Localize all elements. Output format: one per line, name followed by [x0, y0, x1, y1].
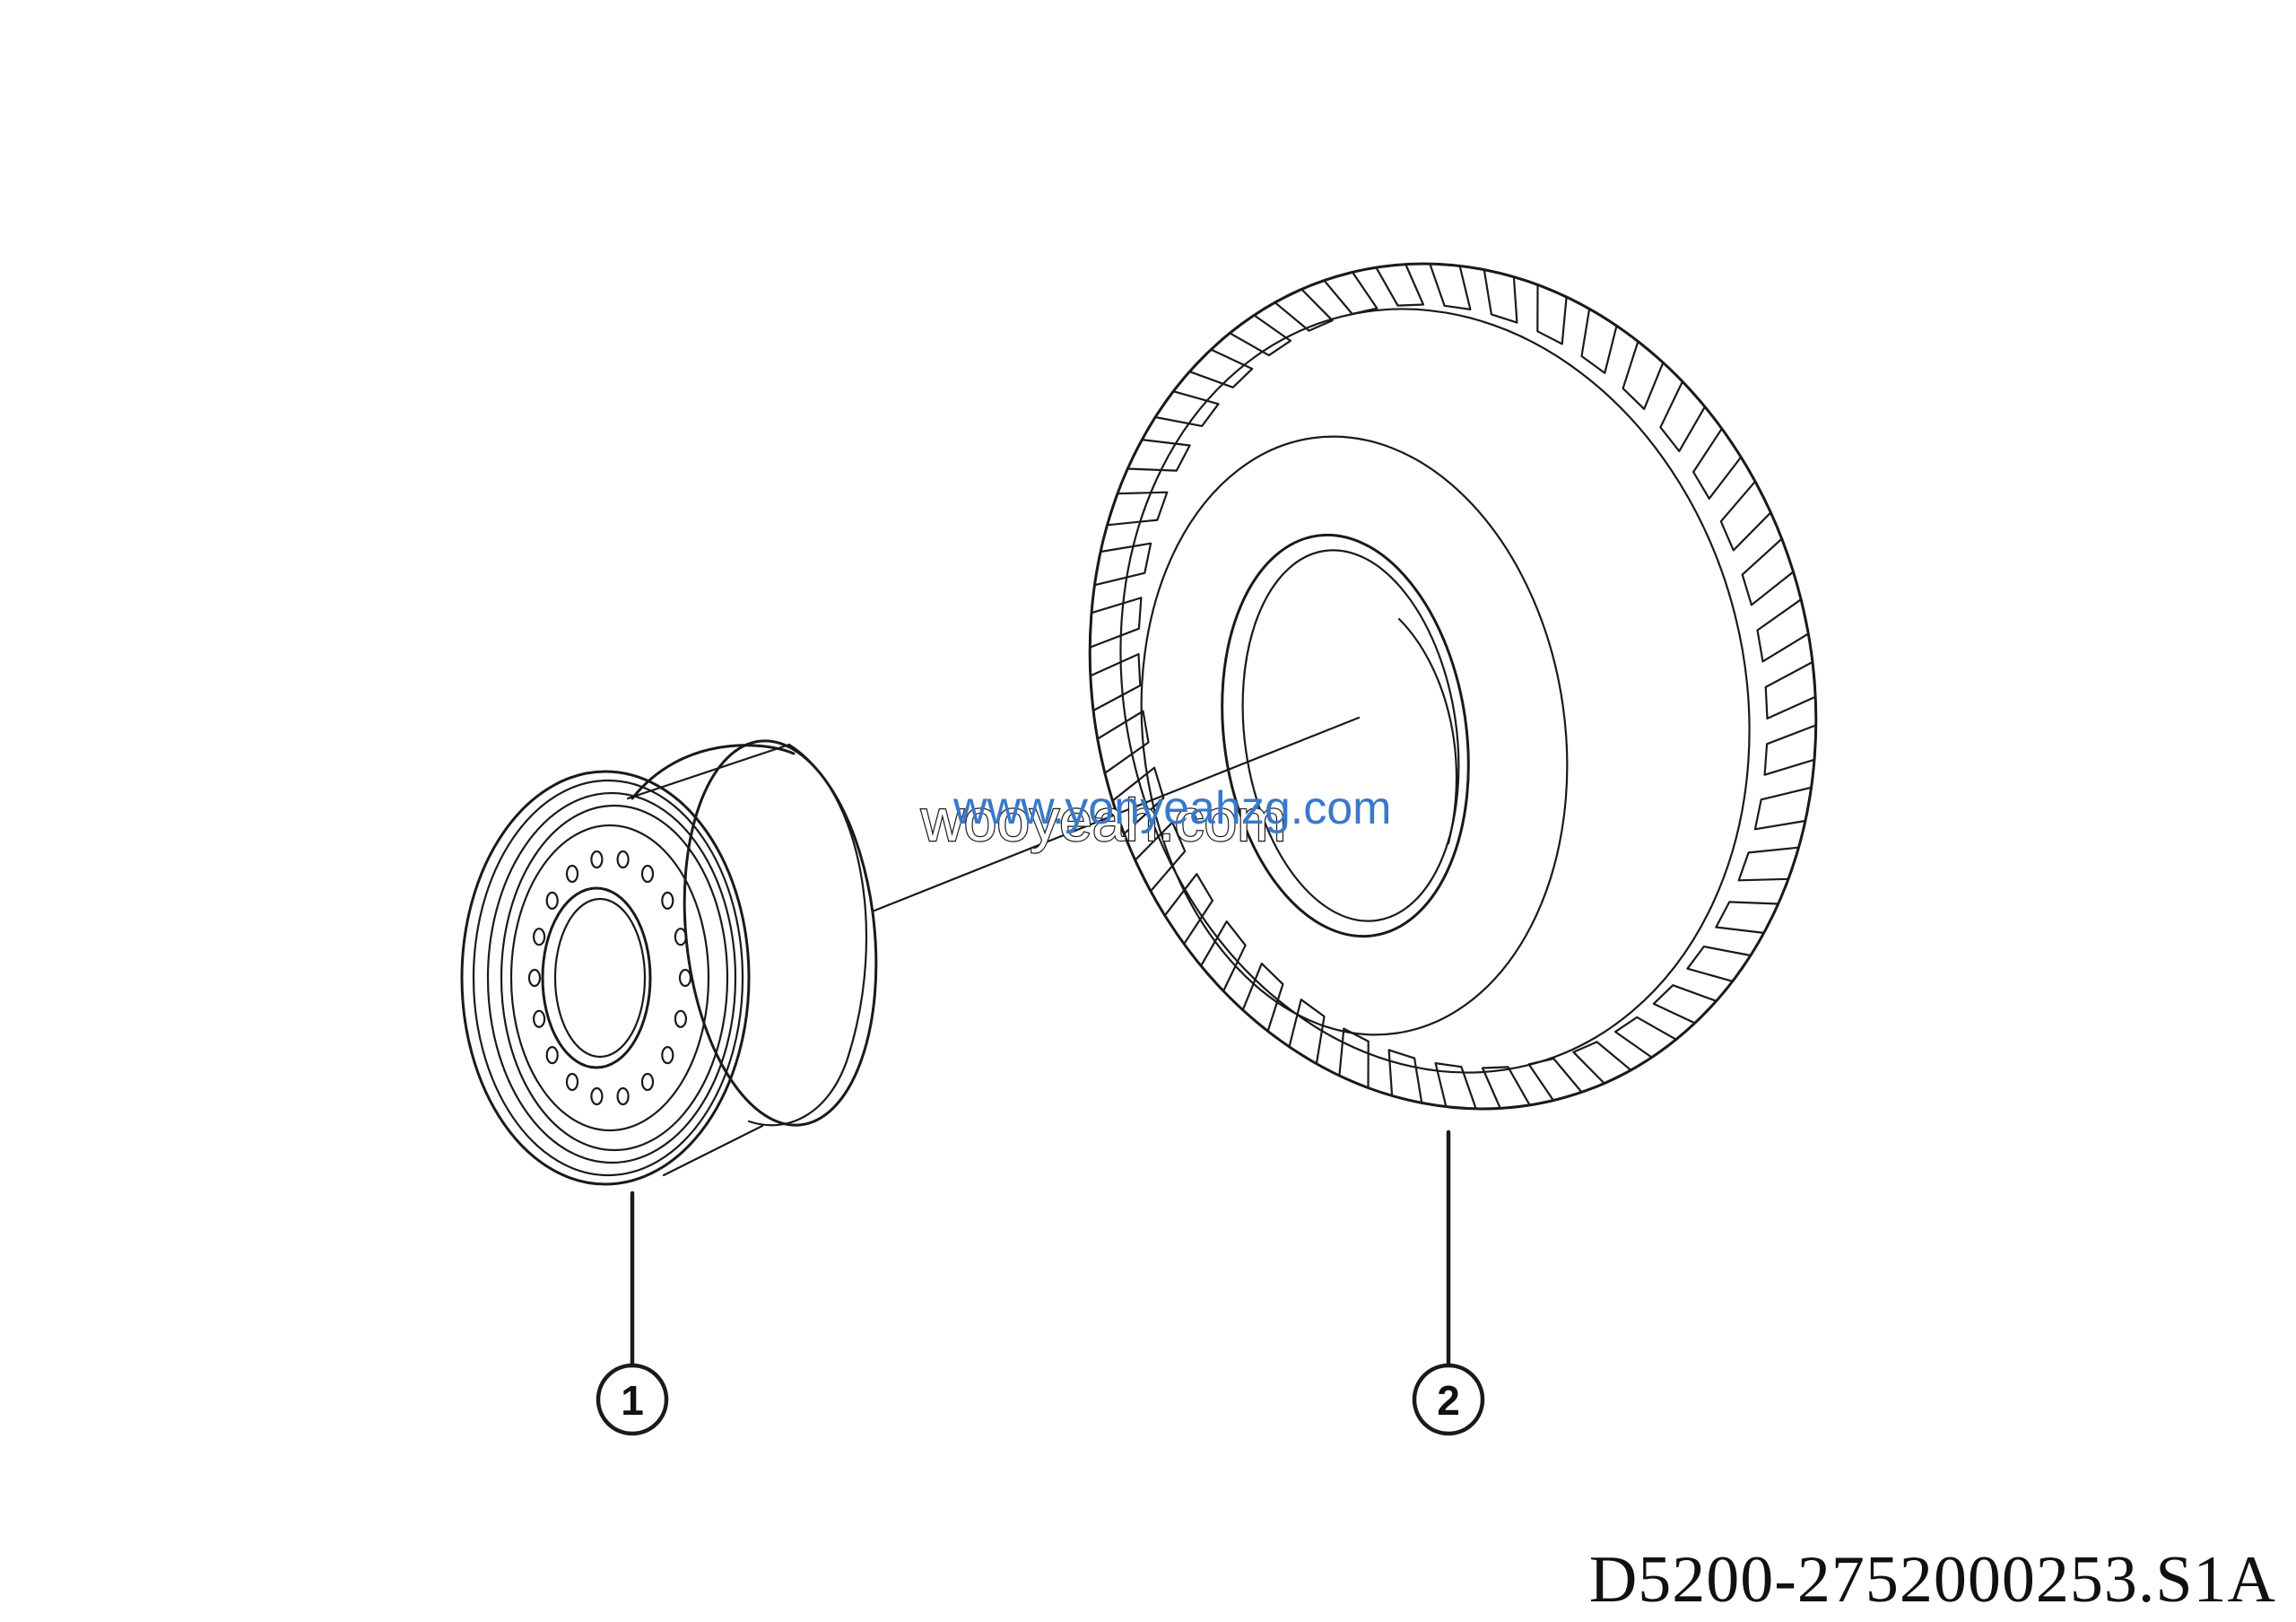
tread-block: [1763, 724, 1817, 776]
bolt-hole: [532, 928, 546, 946]
tread-block: [1715, 901, 1779, 934]
tread-block: [1387, 1049, 1423, 1104]
bolt-hole: [565, 864, 579, 884]
bolt-hole: [545, 891, 559, 911]
bolt-hole: [590, 1086, 604, 1106]
bolt-hole: [640, 1072, 655, 1092]
tread-block: [1089, 597, 1143, 649]
tread-block: [1753, 786, 1813, 831]
bolt-hole: [590, 850, 604, 869]
tread-block: [1481, 1066, 1531, 1110]
tread-block: [1429, 263, 1472, 310]
tire-drawing: [1088, 262, 1818, 1111]
tread-block: [1756, 598, 1810, 663]
callout-1: 1: [596, 1363, 669, 1436]
tread-block: [1093, 542, 1152, 587]
callout-2-label: 2: [1437, 1377, 1460, 1424]
tread-block: [1229, 314, 1292, 357]
tread-block: [1338, 1027, 1370, 1089]
bolt-hole: [545, 1045, 559, 1065]
bolt-hole: [527, 968, 542, 988]
tread-block: [1719, 480, 1772, 552]
watermark: wooyeah.com www.yonyeahzg.com: [919, 782, 1392, 854]
tread-block: [1659, 380, 1706, 452]
tread-block: [1527, 1057, 1583, 1102]
tread-block: [1692, 427, 1743, 500]
tread-block: [1106, 491, 1169, 527]
tread-block: [1614, 1016, 1677, 1059]
tread-block: [1764, 660, 1817, 719]
tread-block: [1737, 846, 1800, 882]
bolt-hole: [565, 1072, 579, 1092]
tread-block: [1323, 271, 1378, 316]
tread-block: [1483, 268, 1518, 324]
tread-block: [1134, 821, 1187, 893]
tread-block: [1096, 710, 1150, 774]
bolt-hole: [678, 968, 692, 988]
bolt-hole: [616, 1086, 630, 1106]
watermark-secondary: www.yonyeahzg.com: [952, 782, 1391, 834]
wheel-rim-drawing: [460, 739, 878, 1186]
callout-2: 2: [1412, 1363, 1485, 1436]
tire-tread-blocks: [1089, 263, 1817, 1110]
bolt-hole: [661, 1045, 674, 1065]
tread-block: [1126, 439, 1191, 472]
assembly-line: [873, 716, 1361, 912]
tread-block: [1375, 263, 1425, 307]
tread-block: [1434, 1062, 1477, 1110]
watermark-primary: wooyeah.com: [920, 787, 1286, 853]
tread-block: [1089, 653, 1142, 712]
tread-block: [1188, 348, 1254, 388]
bolt-hole: [674, 1009, 688, 1028]
bolt-hole: [532, 1009, 546, 1028]
bolt-hole: [640, 864, 655, 884]
bolt-hole: [661, 891, 674, 911]
rim-bolt-holes: [527, 850, 692, 1106]
tread-block: [1622, 340, 1665, 410]
tread-block: [1200, 920, 1247, 992]
tread-block: [1652, 984, 1718, 1025]
tread-block: [1163, 873, 1213, 946]
tread-block: [1572, 1041, 1632, 1085]
tread-block: [1686, 946, 1752, 982]
bolt-hole: [616, 850, 630, 869]
tread-block: [1111, 766, 1165, 835]
tread-block: [1741, 537, 1795, 606]
tread-block: [1274, 288, 1334, 332]
tread-block: [1580, 308, 1618, 374]
tread-block: [1154, 390, 1220, 427]
bolt-hole: [674, 928, 688, 946]
callout-1-label: 1: [621, 1377, 644, 1424]
tread-block: [1288, 998, 1326, 1065]
tread-block: [1536, 283, 1568, 345]
drawing-number: D5200-2752000253.S1A: [1588, 1543, 2276, 1617]
tread-block: [1241, 963, 1284, 1033]
